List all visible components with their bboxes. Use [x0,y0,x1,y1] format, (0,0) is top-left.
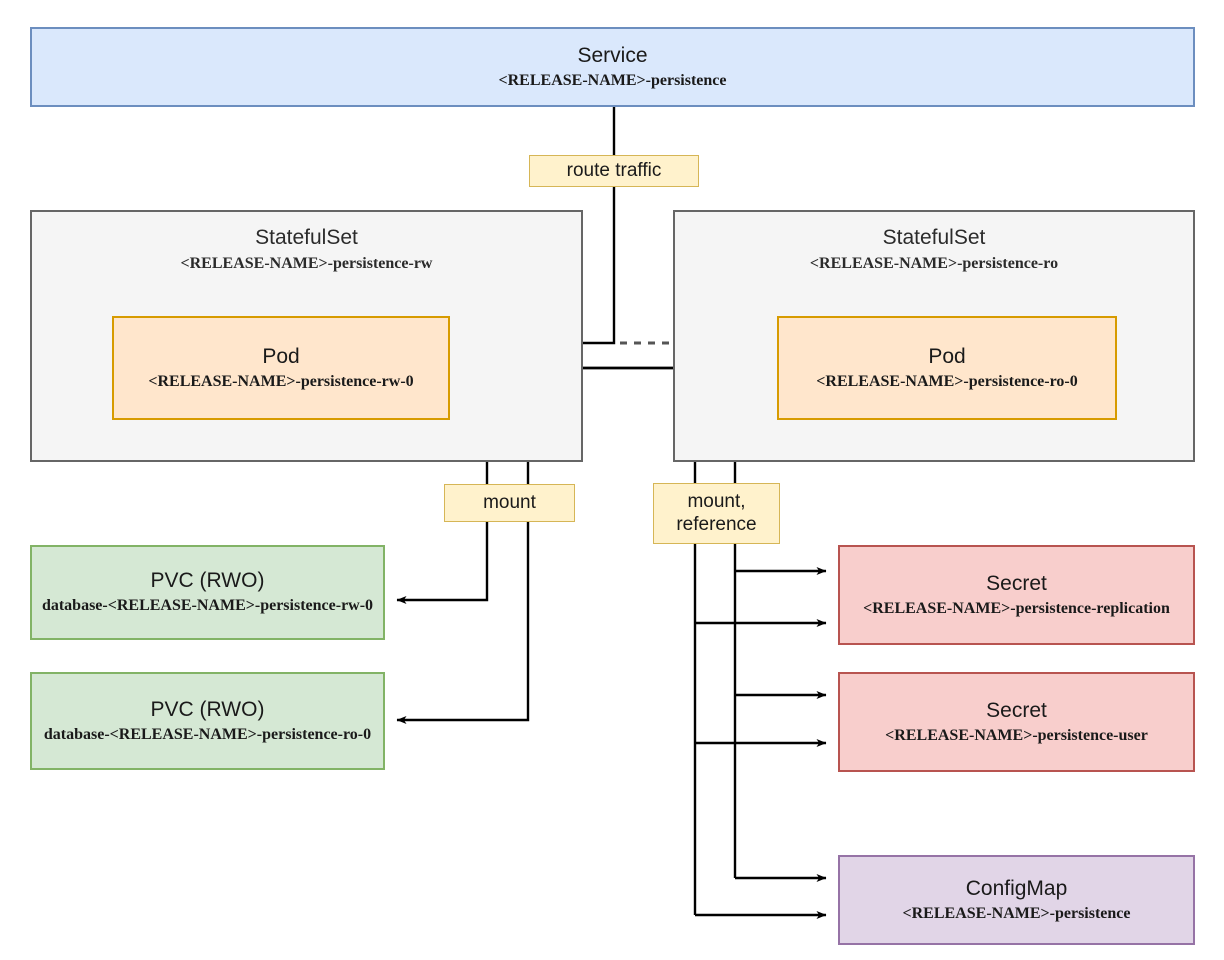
secret-user-name: <RELEASE-NAME>-persistence-user [885,726,1148,744]
statefulset-rw-name: <RELEASE-NAME>-persistence-rw [180,255,433,273]
service-kind: Service [577,43,648,67]
pvc-ro-name: database-<RELEASE-NAME>-persistence-ro-0 [43,725,372,743]
pod-rw-kind: Pod [262,344,300,368]
secret-replication-node[interactable]: Secret <RELEASE-NAME>-persistence-replic… [838,545,1195,645]
service-node[interactable]: Service <RELEASE-NAME>-persistence [30,27,1195,107]
secret-user-node[interactable]: Secret <RELEASE-NAME>-persistence-user [838,672,1195,772]
route-traffic-text: route traffic [566,159,662,181]
edge-label-mount-reference: mount, reference [653,483,780,544]
mount-reference-text-line2: reference [676,513,757,535]
secret-user-kind: Secret [986,698,1047,722]
configmap-node[interactable]: ConfigMap <RELEASE-NAME>-persistence [838,855,1195,945]
pvc-rw-name: database-<RELEASE-NAME>-persistence-rw-0 [41,597,374,615]
statefulset-ro-name: <RELEASE-NAME>-persistence-ro [809,255,1059,273]
pod-ro-node[interactable]: Pod <RELEASE-NAME>-persistence-ro-0 [777,316,1117,420]
pvc-rw-node[interactable]: PVC (RWO) database-<RELEASE-NAME>-persis… [30,545,385,640]
pod-rw-node[interactable]: Pod <RELEASE-NAME>-persistence-rw-0 [112,316,450,420]
mount-reference-text-line1: mount, [687,491,746,513]
statefulset-rw-kind: StatefulSet [255,226,358,249]
statefulset-ro-kind: StatefulSet [882,226,986,249]
secret-replication-name: <RELEASE-NAME>-persistence-replication [863,599,1170,617]
service-name: <RELEASE-NAME>-persistence [498,71,727,89]
configmap-kind: ConfigMap [965,876,1068,900]
edge-label-route-traffic: route traffic [529,155,699,187]
secret-replication-kind: Secret [986,571,1047,595]
configmap-name: <RELEASE-NAME>-persistence [902,904,1131,922]
mount-text: mount [483,491,536,513]
pvc-ro-node[interactable]: PVC (RWO) database-<RELEASE-NAME>-persis… [30,672,385,770]
pvc-ro-kind: PVC (RWO) [150,697,265,721]
pvc-rw-kind: PVC (RWO) [150,569,265,593]
pod-ro-name: <RELEASE-NAME>-persistence-ro-0 [816,372,1078,390]
edge-pod-ro-trunk [693,393,777,915]
pod-rw-name: <RELEASE-NAME>-persistence-rw-0 [148,372,414,390]
pod-ro-kind: Pod [928,344,966,368]
edge-label-mount: mount [444,484,575,522]
